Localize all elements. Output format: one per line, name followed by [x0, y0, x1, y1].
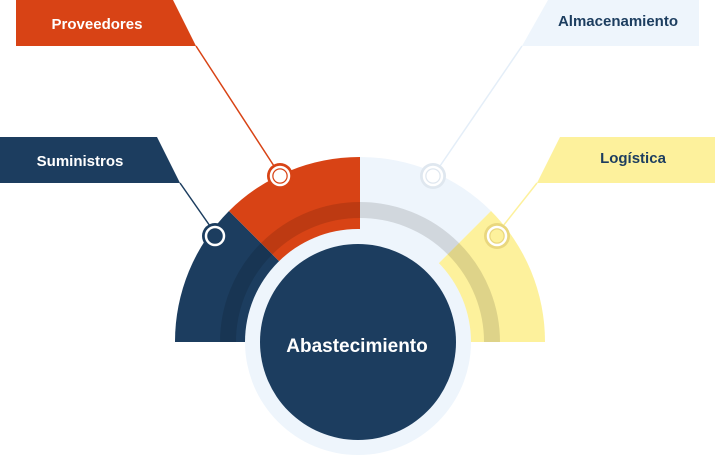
- inner-shadow-ring: [220, 202, 500, 343]
- label-proveedores-banner: [16, 0, 196, 46]
- center-circle: [260, 244, 456, 440]
- label-logistica-text: Logística: [600, 150, 667, 167]
- label-suministros-banner: [0, 137, 180, 183]
- node-logistica: [484, 223, 510, 249]
- label-proveedores-text: Proveedores: [52, 16, 143, 33]
- label-almacenamiento-text: Almacenamiento: [558, 13, 678, 30]
- connector-proveedores: [195, 45, 275, 167]
- label-logistica-banner: [537, 137, 715, 183]
- center-label: Abastecimiento: [286, 336, 427, 357]
- node-proveedores: [267, 163, 293, 189]
- connector-almacenamiento: [439, 45, 523, 167]
- label-almacenamiento-banner: [522, 0, 699, 46]
- node-suministros: [202, 223, 228, 249]
- node-almacenamiento: [420, 163, 446, 189]
- label-logistica: Logística: [537, 137, 715, 183]
- connector-suministros: [179, 182, 211, 227]
- label-proveedores: Proveedores: [16, 0, 196, 46]
- label-suministros-text: Suministros: [37, 153, 124, 170]
- label-almacenamiento: Almacenamiento: [522, 0, 699, 46]
- connector-logistica: [502, 182, 538, 227]
- label-suministros: Suministros: [0, 137, 180, 183]
